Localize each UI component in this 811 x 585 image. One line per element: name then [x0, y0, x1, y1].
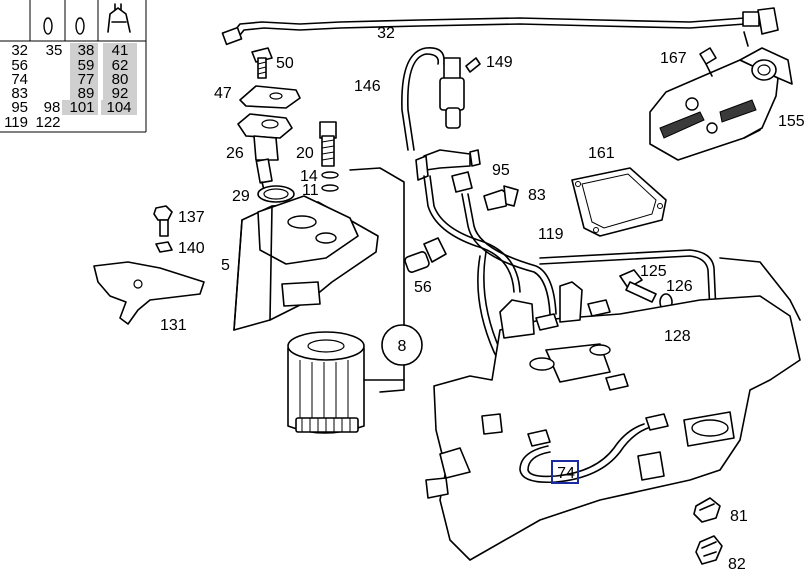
callout-161[interactable]: 161: [588, 145, 615, 162]
bolt-137[interactable]: [153, 205, 173, 237]
filter-housing-5[interactable]: [233, 195, 379, 331]
callout-95[interactable]: 95: [492, 162, 510, 179]
washer-11[interactable]: [321, 184, 339, 192]
callout-32[interactable]: 32: [377, 25, 395, 42]
legend-cell[interactable]: 59: [78, 57, 95, 74]
callout-47[interactable]: 47: [214, 85, 232, 102]
callout-125[interactable]: 125: [640, 263, 667, 280]
callout-131[interactable]: 131: [160, 317, 187, 334]
line-clamps[interactable]: [527, 299, 669, 447]
callout-149[interactable]: 149: [486, 54, 513, 71]
legend-cell[interactable]: 101: [69, 99, 94, 116]
legend-cell[interactable]: 104: [106, 99, 131, 116]
legend-cell[interactable]: 32: [11, 42, 28, 59]
selected-callout-box: [551, 460, 579, 484]
callout-119[interactable]: 119: [538, 226, 564, 243]
callout-50[interactable]: 50: [276, 55, 294, 72]
bolt-50[interactable]: [251, 47, 273, 79]
plug-167[interactable]: [699, 47, 717, 77]
legend-cell[interactable]: 83: [11, 85, 28, 102]
washer-14[interactable]: [321, 171, 339, 179]
callout-137[interactable]: 137: [178, 209, 205, 226]
callout-26[interactable]: 26: [226, 145, 244, 162]
bracket-47[interactable]: [239, 85, 301, 109]
seal-29[interactable]: [257, 185, 295, 203]
legend-cell[interactable]: 35: [46, 42, 63, 59]
callout-82[interactable]: 82: [728, 556, 746, 573]
legend-cell[interactable]: 41: [112, 42, 129, 59]
legend-rows: 32 35 38 41 56 59 62 74 77 80 83 89 92 9…: [4, 42, 131, 131]
washer-140[interactable]: [155, 241, 173, 253]
engine-block: [425, 257, 801, 561]
injection-pump-155[interactable]: [649, 47, 793, 161]
callout-11[interactable]: 11: [302, 182, 319, 199]
banjo-bolt-125[interactable]: [619, 269, 657, 303]
callout-56[interactable]: 56: [414, 279, 432, 296]
callout-8[interactable]: 8: [398, 338, 407, 355]
fitting-56[interactable]: [404, 237, 447, 273]
legend-cell[interactable]: 92: [112, 85, 129, 102]
callout-155[interactable]: 155: [778, 113, 805, 130]
callout-126[interactable]: 126: [666, 278, 693, 295]
legend-cell[interactable]: 95: [11, 99, 28, 116]
bracket-131[interactable]: [93, 261, 205, 325]
callout-labels: 32 149 50 167 146 47 155 26 20 161 95 14…: [160, 25, 805, 573]
legend-highlights: [62, 43, 137, 115]
callout-167[interactable]: 167: [660, 50, 687, 67]
hose-clamp-icon: [107, 3, 131, 33]
callout-29[interactable]: 29: [232, 188, 250, 205]
clip-82[interactable]: [695, 535, 723, 565]
legend-cell[interactable]: 122: [35, 114, 60, 131]
screw-20[interactable]: [319, 121, 337, 167]
legend-cell[interactable]: 119: [4, 114, 28, 131]
callout-140[interactable]: 140: [178, 240, 205, 257]
o-ring-icon: [75, 17, 85, 35]
callout-14[interactable]: 14: [300, 168, 318, 185]
callout-circle-8: [381, 324, 423, 366]
callout-146[interactable]: 146: [354, 78, 381, 95]
connector-83[interactable]: [483, 185, 519, 211]
fuel-line-32[interactable]: [221, 7, 779, 47]
callout-74[interactable]: 74: [557, 465, 575, 482]
callout-128[interactable]: 128: [664, 328, 691, 345]
gasket-161[interactable]: [571, 167, 667, 237]
legend-cell[interactable]: 98: [44, 99, 61, 116]
legend-cell[interactable]: 80: [112, 71, 129, 88]
fuel-line-146[interactable]: [401, 47, 445, 151]
filter-housing-frame: [349, 167, 405, 393]
o-ring-icon: [43, 17, 53, 35]
connector-95[interactable]: [415, 149, 481, 193]
legend-cell[interactable]: 38: [78, 42, 95, 59]
clip-81[interactable]: [693, 497, 721, 523]
fuel-pump-26[interactable]: [237, 113, 293, 191]
banjo-fitting-149[interactable]: [439, 57, 481, 129]
legend-cell[interactable]: 77: [78, 71, 95, 88]
legend-table: 32 35 38 41 56 59 62 74 77 80 83 89 92 9…: [0, 0, 147, 133]
legend-cell[interactable]: 62: [112, 57, 129, 74]
callout-81[interactable]: 81: [730, 508, 748, 525]
legend-cell[interactable]: 56: [11, 57, 28, 74]
callout-83[interactable]: 83: [528, 187, 546, 204]
filter-element-8[interactable]: [287, 331, 405, 434]
legend-cell[interactable]: 89: [78, 85, 95, 102]
legend-cell[interactable]: 74: [11, 71, 28, 88]
callout-5[interactable]: 5: [221, 257, 230, 274]
callout-20[interactable]: 20: [296, 145, 314, 162]
hose-74[interactable]: [519, 423, 649, 484]
